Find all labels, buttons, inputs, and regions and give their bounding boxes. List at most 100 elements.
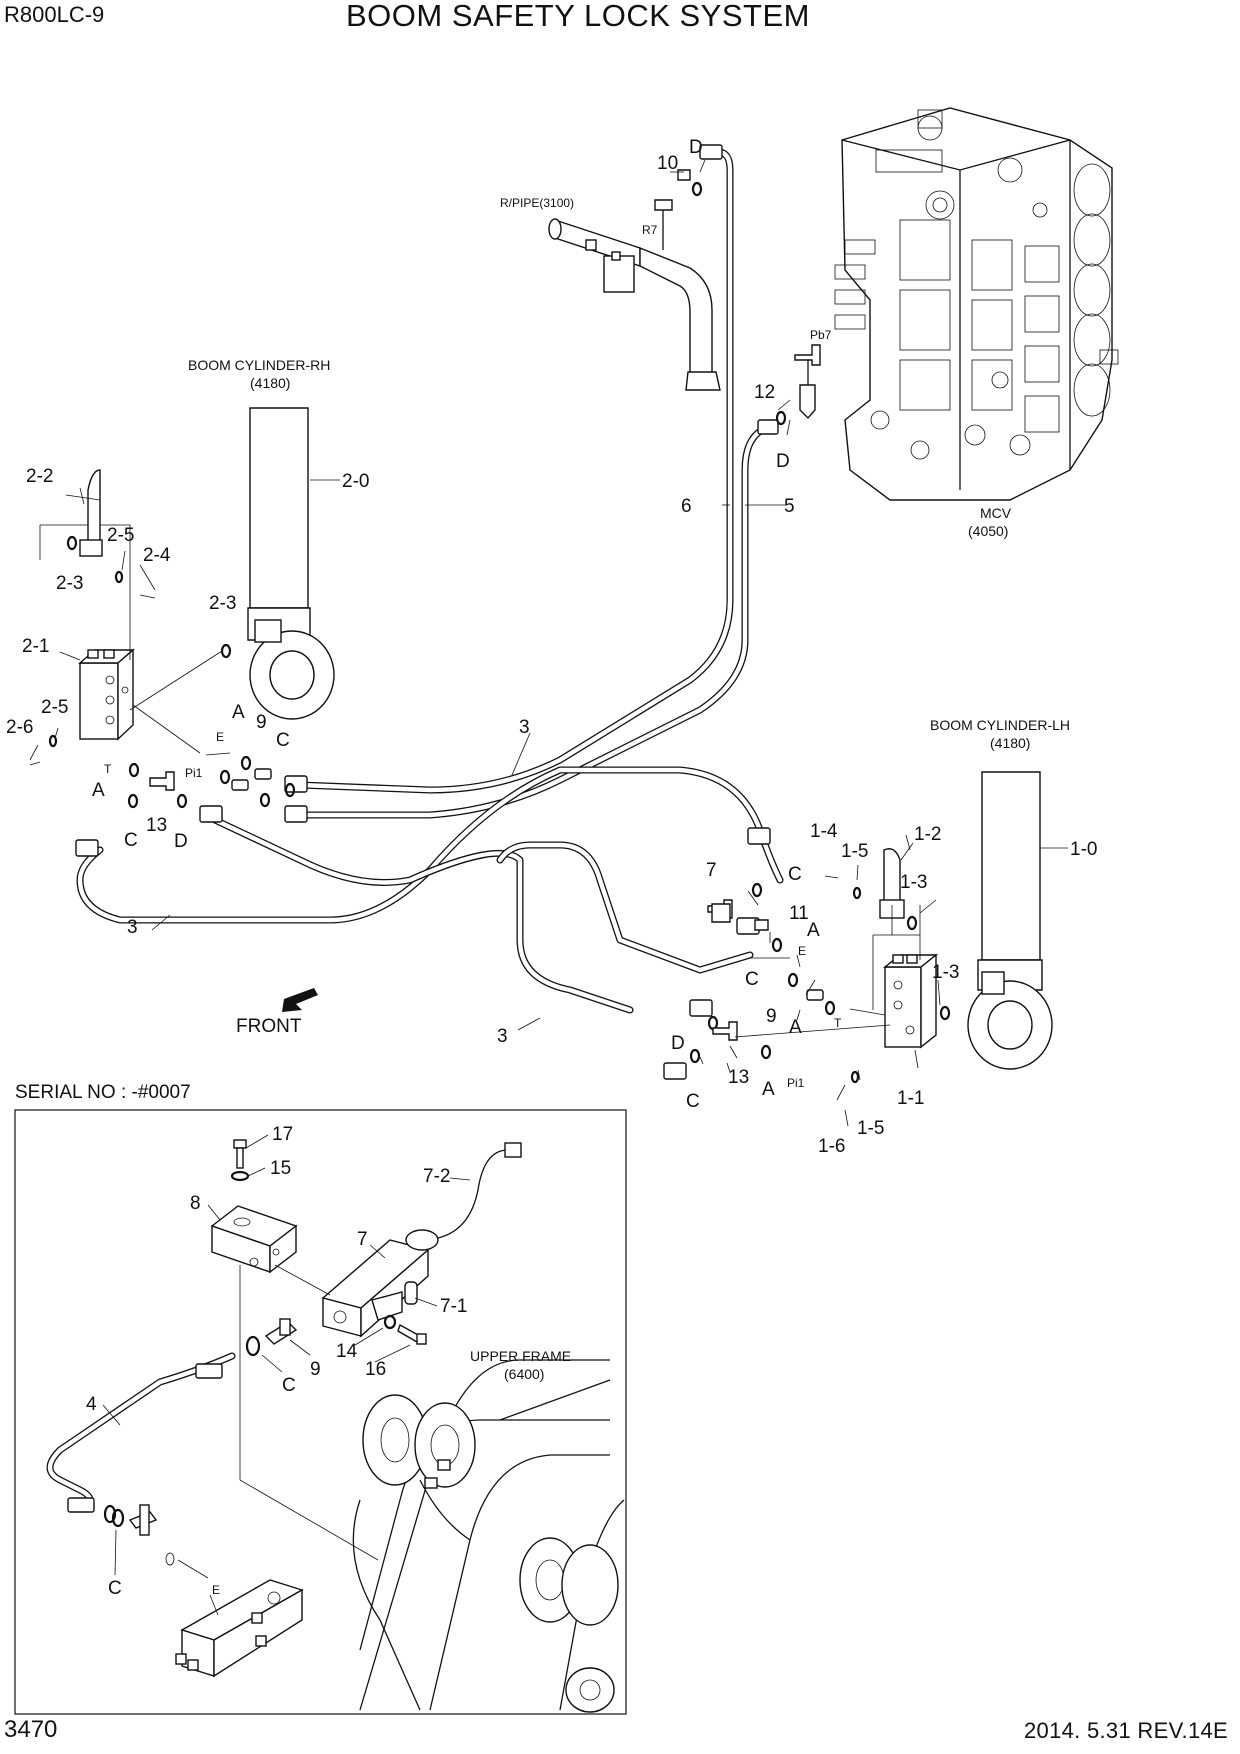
callout-2-5: 2-5 xyxy=(107,525,134,546)
model-number: R800LC-9 xyxy=(4,2,105,27)
callout-d: D xyxy=(689,137,703,158)
callout-2-0: 2-0 xyxy=(342,471,369,492)
callout-2-2: 2-2 xyxy=(26,466,53,487)
callout-3: 3 xyxy=(127,917,138,938)
mcv-label: MCV xyxy=(980,505,1012,521)
valve-lh-bracket xyxy=(872,848,921,1010)
callout-d: D xyxy=(174,831,188,852)
upper-frame-ref: (6400) xyxy=(504,1366,544,1382)
callout-7-2: 7-2 xyxy=(423,1166,450,1187)
revision-date: 2014. 5.31 REV.14E xyxy=(1024,1718,1228,1743)
boom-cylinder-lh xyxy=(967,771,1053,1070)
callout-2-5: 2-5 xyxy=(41,697,68,718)
callout-a: A xyxy=(789,1017,802,1038)
serial-note: SERIAL NO : -#0007 xyxy=(15,1082,191,1103)
callout-7: 7 xyxy=(357,1229,368,1250)
front-label: FRONT xyxy=(236,1016,302,1037)
callout-a: A xyxy=(232,702,245,723)
callout-3: 3 xyxy=(519,717,530,738)
mcv-ref: (4050) xyxy=(968,523,1008,539)
callout-a: A xyxy=(807,920,820,941)
callout-5: 5 xyxy=(784,496,795,517)
port-pi1: Pi1 xyxy=(185,766,203,780)
callout-a: A xyxy=(92,780,105,801)
callout-c: C xyxy=(788,864,802,885)
valve-rh-bracket xyxy=(39,469,131,660)
callout-14: 14 xyxy=(336,1341,358,1362)
callout-c: C xyxy=(282,1375,296,1396)
port-letters: T Pi1 E E T Pi1 xyxy=(104,730,842,1090)
port-t: T xyxy=(104,762,112,776)
callout-2-1: 2-1 xyxy=(22,636,49,657)
callout-10: 10 xyxy=(657,153,678,174)
return-pipe xyxy=(548,199,721,391)
callout-15: 15 xyxy=(270,1158,291,1179)
page-number: 3470 xyxy=(4,1716,58,1743)
callout-1-0: 1-0 xyxy=(1070,839,1097,860)
inset-leader-lines xyxy=(102,1134,471,1616)
callout-c: C xyxy=(108,1578,122,1599)
callout-13: 13 xyxy=(728,1067,749,1088)
boom-cylinder-rh-label: BOOM CYLINDER-RH xyxy=(188,357,330,373)
hose-lines xyxy=(76,148,784,1014)
callout-6: 6 xyxy=(681,496,692,517)
callout-1-3: 1-3 xyxy=(900,872,927,893)
callout-1-2: 1-2 xyxy=(914,824,941,845)
callout-7: 7 xyxy=(706,860,717,881)
safety-valve-rh xyxy=(78,648,135,741)
callout-1-4: 1-4 xyxy=(810,821,838,842)
callouts-upper: 10 D 12 D 6 5 2-0 2-2 2-5 2-4 2-3 2-3 2-… xyxy=(6,137,1097,1157)
port-r7-label: R7 xyxy=(642,223,658,237)
callout-1-5: 1-5 xyxy=(857,1118,884,1139)
callout-3: 3 xyxy=(497,1026,508,1047)
callout-4: 4 xyxy=(86,1394,97,1415)
safety-valve-lh xyxy=(883,953,938,1049)
callout-2-4: 2-4 xyxy=(143,545,171,566)
port-pi1: Pi1 xyxy=(787,1076,805,1090)
callouts-inset: 17 15 8 7-2 7 7-1 14 16 9 C 4 C E xyxy=(86,1124,467,1599)
callout-2-3: 2-3 xyxy=(56,573,83,594)
boom-cylinder-lh-label: BOOM CYLINDER-LH xyxy=(930,717,1070,733)
upper-frame xyxy=(352,1359,625,1713)
callout-1-3: 1-3 xyxy=(932,962,959,983)
mcv-valve-block xyxy=(834,107,1119,501)
callout-1-5: 1-5 xyxy=(841,841,868,862)
callout-17: 17 xyxy=(272,1124,293,1145)
callout-11: 11 xyxy=(789,903,809,924)
page-title: BOOM SAFETY LOCK SYSTEM xyxy=(346,0,810,33)
port-pb7-label: Pb7 xyxy=(810,328,832,342)
callout-c: C xyxy=(124,830,138,851)
callout-2-6: 2-6 xyxy=(6,717,33,738)
inset-frame xyxy=(14,1109,627,1715)
upper-frame-label: UPPER FRAME xyxy=(470,1348,571,1364)
callout-1-1: 1-1 xyxy=(897,1088,924,1109)
callout-d: D xyxy=(776,451,790,472)
callout-a: A xyxy=(762,1079,775,1100)
callout-16: 16 xyxy=(365,1359,386,1380)
port-e: E xyxy=(798,944,806,958)
boom-cylinder-lh-ref: (4180) xyxy=(990,735,1030,751)
port-t: T xyxy=(834,1016,842,1030)
pb7-elbow-fitting xyxy=(794,344,821,420)
boom-cylinder-rh-ref: (4180) xyxy=(250,375,290,391)
front-arrow-icon xyxy=(282,988,318,1012)
small-fittings xyxy=(29,169,951,1101)
rpipe-label: R/PIPE(3100) xyxy=(500,196,574,210)
leader-lines xyxy=(29,159,1068,1127)
callout-7-1: 7-1 xyxy=(440,1296,467,1317)
port-e: E xyxy=(216,730,224,744)
callout-9: 9 xyxy=(256,712,267,733)
inset-components xyxy=(46,1139,522,1678)
callout-8: 8 xyxy=(190,1193,201,1214)
callout-1-6: 1-6 xyxy=(818,1136,845,1157)
boom-cylinder-rh xyxy=(247,407,335,720)
callout-9: 9 xyxy=(310,1359,321,1380)
callout-9: 9 xyxy=(766,1006,777,1027)
callout-12: 12 xyxy=(754,382,775,403)
callout-d: D xyxy=(671,1033,685,1054)
hose-end-fittings xyxy=(75,144,779,1080)
callout-c: C xyxy=(745,969,759,990)
callout-c: C xyxy=(686,1091,700,1112)
callout-c: C xyxy=(276,730,290,751)
